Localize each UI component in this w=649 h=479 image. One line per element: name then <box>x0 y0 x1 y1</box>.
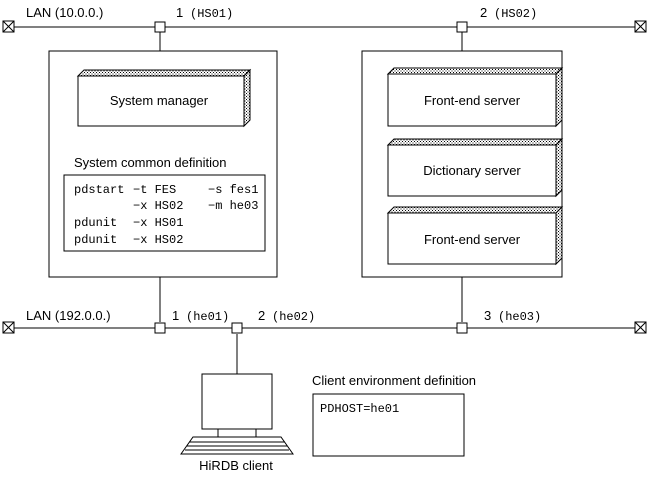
port-square <box>154 21 166 33</box>
client-env-title: Client environment definition <box>312 373 476 388</box>
definition-line: pdunit −x HS01 <box>74 216 183 230</box>
svg-text:3: 3 <box>484 308 491 323</box>
port-label: 1 (HS01) <box>176 5 233 21</box>
svg-text:2: 2 <box>480 5 487 20</box>
computer-icon <box>180 373 294 455</box>
svg-text:(HS02): (HS02) <box>494 7 537 21</box>
server-label: System manager <box>110 93 209 108</box>
svg-text:−x HS01: −x HS01 <box>133 216 183 230</box>
terminator-icon <box>634 20 647 33</box>
terminator-icon <box>2 20 15 33</box>
port-square <box>456 322 468 334</box>
svg-text:(he03): (he03) <box>498 310 541 324</box>
client-label: HiRDB client <box>199 458 273 473</box>
svg-text:(he02): (he02) <box>272 310 315 324</box>
client-env-value: PDHOST=he01 <box>320 402 399 416</box>
lan-label: LAN (192.0.0.) <box>26 308 111 323</box>
lan-label: LAN (10.0.0.) <box>26 5 103 20</box>
svg-text:−s fes1: −s fes1 <box>208 183 258 197</box>
server-label: Front-end server <box>424 93 521 108</box>
port-square <box>231 322 243 334</box>
port-label: 1 (he01) <box>172 308 229 324</box>
svg-text:(HS01): (HS01) <box>190 7 233 21</box>
definition-box <box>63 174 266 252</box>
svg-text:2: 2 <box>258 308 265 323</box>
server-label: Front-end server <box>424 232 521 247</box>
svg-text:−t FES: −t FES <box>133 183 176 197</box>
host-box-right: Front-end server Dictionary server Front… <box>361 50 564 278</box>
svg-text:−x HS02: −x HS02 <box>133 199 183 213</box>
definition-line: −x HS02 −m he03 <box>133 199 258 213</box>
port-square <box>456 21 468 33</box>
client-env-box <box>312 393 465 457</box>
host-box-left: System manager System common definition … <box>48 50 278 278</box>
lan-top: LAN (10.0.0.) <box>2 5 647 33</box>
svg-text:(he01): (he01) <box>186 310 229 324</box>
server-box: Front-end server <box>386 66 564 128</box>
svg-text:pdunit: pdunit <box>74 216 117 230</box>
definition-line: pdunit −x HS02 <box>74 233 183 247</box>
definition-line: pdstart −t FES −s fes1 <box>74 183 258 197</box>
server-box: System manager <box>76 68 252 128</box>
port-label: 2 (he02) <box>258 308 315 324</box>
server-box: Dictionary server <box>386 137 564 198</box>
svg-text:pdstart: pdstart <box>74 183 124 197</box>
port-square <box>154 322 166 334</box>
svg-text:pdunit: pdunit <box>74 233 117 247</box>
svg-text:1: 1 <box>176 5 183 20</box>
terminator-icon <box>634 321 647 334</box>
port-label: 2 (HS02) <box>480 5 537 21</box>
svg-text:−x HS02: −x HS02 <box>133 233 183 247</box>
terminator-icon <box>2 321 15 334</box>
port-label: 3 (he03) <box>484 308 541 324</box>
definition-title: System common definition <box>74 155 226 170</box>
svg-text:1: 1 <box>172 308 179 323</box>
svg-text:−m he03: −m he03 <box>208 199 258 213</box>
lan-bottom: LAN (192.0.0.) <box>2 308 647 334</box>
server-box: Front-end server <box>386 205 564 266</box>
server-label: Dictionary server <box>423 163 521 178</box>
